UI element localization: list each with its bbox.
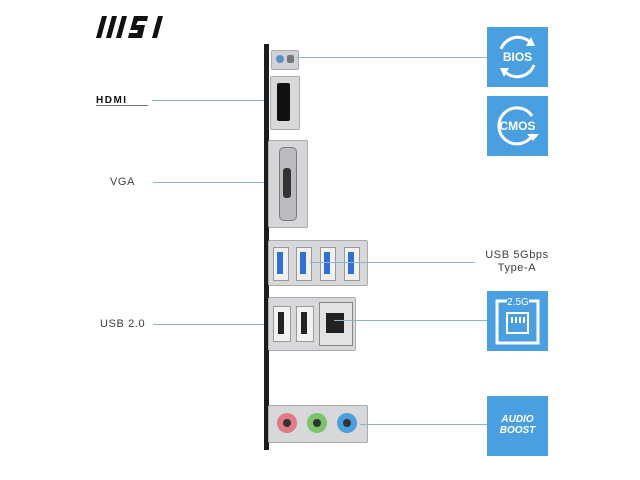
lan-port[interactable] bbox=[319, 302, 353, 346]
bios-refresh-icon bbox=[499, 35, 536, 79]
audio-jack-blue[interactable] bbox=[337, 413, 357, 433]
lan-leader-line bbox=[334, 320, 487, 321]
usb3-port-4[interactable] bbox=[344, 247, 360, 281]
lan-speed-badge: 2.5G bbox=[507, 297, 529, 308]
audio-boost-line2: BOOST bbox=[499, 425, 536, 436]
audio-boost-label: AUDIO BOOST bbox=[487, 414, 548, 436]
hdmi-socket bbox=[277, 83, 290, 121]
bios-leader-line bbox=[297, 57, 487, 58]
bios-tile-label: BIOS bbox=[502, 50, 533, 64]
usb3-port-3[interactable] bbox=[320, 247, 336, 281]
usb3-port-2[interactable] bbox=[296, 247, 312, 281]
usb20-port-1[interactable] bbox=[273, 306, 291, 342]
usb20-lan-bracket bbox=[268, 297, 356, 351]
vga-port[interactable] bbox=[268, 140, 308, 228]
io-shield-panel bbox=[264, 44, 269, 450]
flash-bios-button[interactable] bbox=[276, 55, 284, 63]
hdmi-port[interactable] bbox=[270, 76, 300, 130]
cmos-tile: CMOS bbox=[487, 96, 548, 156]
usb20-port-2[interactable] bbox=[296, 306, 314, 342]
audio-jacks-bracket bbox=[268, 405, 368, 443]
usb3-leader-line bbox=[310, 262, 475, 263]
hdmi-logo: HDMI bbox=[96, 95, 148, 106]
msi-logo bbox=[96, 16, 163, 38]
usb20-leader-line bbox=[153, 324, 283, 325]
audio-leader-line bbox=[360, 424, 487, 425]
cmos-tile-label: CMOS bbox=[499, 119, 536, 133]
hdmi-leader-line bbox=[152, 100, 268, 101]
usb20-label: USB 2.0 bbox=[100, 318, 146, 330]
vga-label: VGA bbox=[110, 176, 136, 188]
hdmi-label: HDMI bbox=[96, 94, 152, 108]
usb3-label: USB 5Gbps Type-A bbox=[484, 249, 550, 275]
usb3-ports-bracket bbox=[268, 240, 368, 286]
usb3-label-line2: Type-A bbox=[497, 262, 537, 274]
vga-leader-line bbox=[153, 182, 281, 183]
audio-jack-green[interactable] bbox=[307, 413, 327, 433]
clear-cmos-button[interactable] bbox=[287, 55, 294, 63]
audio-boost-tile: AUDIO BOOST bbox=[487, 396, 548, 456]
vga-socket bbox=[279, 147, 297, 221]
usb3-label-line1: USB 5Gbps bbox=[485, 249, 549, 261]
svg-text:HDMI: HDMI bbox=[96, 95, 128, 106]
audio-jack-pink[interactable] bbox=[277, 413, 297, 433]
lan-tile: 2.5G bbox=[487, 291, 548, 351]
audio-boost-line1: AUDIO bbox=[501, 414, 534, 425]
usb3-port-1[interactable] bbox=[273, 247, 289, 281]
bios-tile: BIOS bbox=[487, 27, 548, 87]
small-buttons-bracket bbox=[271, 50, 299, 70]
cmos-reset-icon bbox=[497, 106, 539, 146]
